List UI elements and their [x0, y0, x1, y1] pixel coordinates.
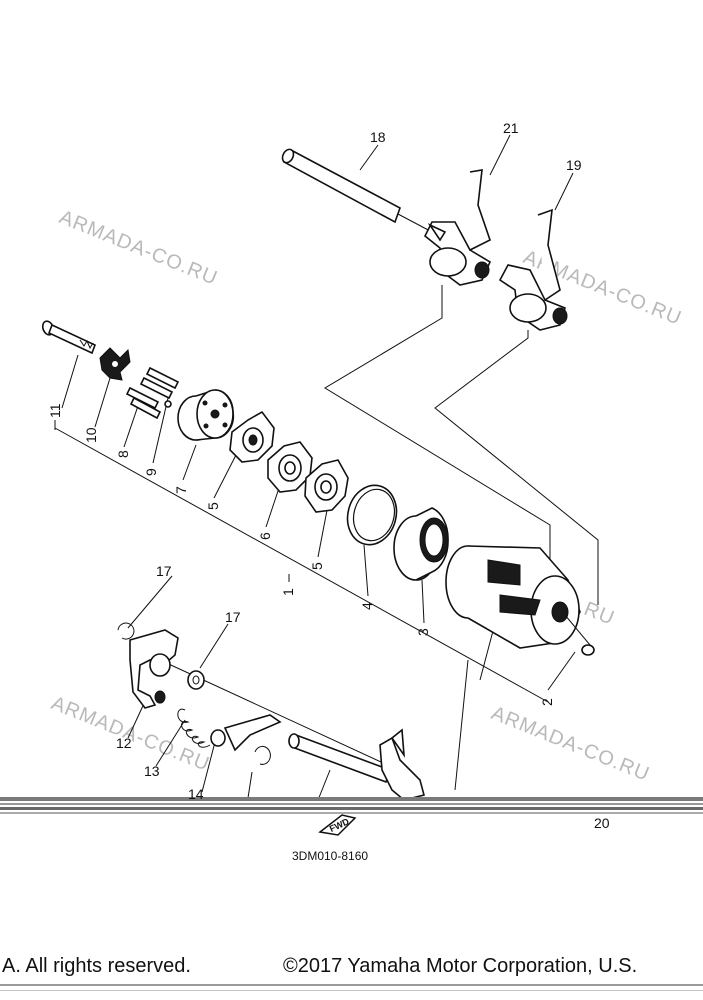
shift-fork-21: [423, 169, 492, 286]
callout-5a: 5: [205, 502, 221, 510]
spring-13: [177, 708, 211, 748]
diagram-code: 3DM010-8160: [292, 849, 368, 863]
callout-labels: 11 10 8 9 7 5 6 5 1 4 3 2 12 13 14 17 17…: [47, 120, 610, 831]
plate-5a: [229, 410, 275, 463]
callout-9: 9: [143, 468, 159, 476]
plate-6: [267, 441, 313, 493]
callout-11: 11: [47, 403, 63, 418]
callout-20: 20: [594, 815, 610, 831]
circlip-4: [346, 484, 398, 546]
callout-8: 8: [115, 450, 131, 458]
callout-2: 2: [539, 698, 555, 706]
scan-band: [0, 797, 703, 814]
pin-2: [581, 644, 595, 656]
plate-5b: [304, 459, 349, 513]
callout-19: 19: [566, 157, 582, 173]
callout-7: 7: [173, 486, 189, 494]
callout-5b: 5: [309, 562, 325, 570]
segment-10: [99, 347, 131, 381]
watermark-4: ARMADA-CO.RU: [488, 702, 653, 786]
callout-3: 3: [415, 628, 431, 636]
callout-21: 21: [503, 120, 519, 136]
footer-right-text: ©2017 Yamaha Motor Corporation, U.S.: [283, 955, 637, 977]
callout-17b: 17: [225, 609, 241, 625]
callout-4: 4: [359, 602, 375, 610]
shift-shaft-20: [288, 728, 425, 801]
callout-18: 18: [370, 129, 386, 145]
callout-6: 6: [257, 532, 273, 540]
fork-shaft-18: [281, 148, 433, 233]
bearing-3: [393, 507, 449, 581]
pins-8-9: [125, 366, 180, 420]
callout-10: 10: [83, 427, 99, 443]
callout-14: 14: [188, 786, 204, 802]
footer-left-text: A. All rights reserved.: [2, 955, 191, 977]
callout-1: 1: [280, 588, 296, 596]
callout-13: 13: [144, 763, 160, 779]
watermark-1: ARMADA-CO.RU: [56, 206, 221, 290]
circlip-14b: [254, 745, 271, 765]
shift-lever-12: [129, 629, 179, 709]
fwd-arrow-icon: FWD: [318, 814, 357, 836]
washer-14: [210, 714, 282, 752]
bottom-rule-2: [0, 990, 703, 991]
callout-12: 12: [116, 735, 132, 751]
shift-cam-7: [177, 389, 235, 441]
callout-17a: 17: [156, 563, 172, 579]
shift-drum-1: [445, 545, 591, 649]
shift-fork-19: [498, 208, 568, 331]
circlip-17b: [187, 670, 205, 690]
circlip-17a: [117, 622, 135, 640]
bolt-11: [41, 320, 97, 355]
bottom-rule: [0, 984, 703, 986]
